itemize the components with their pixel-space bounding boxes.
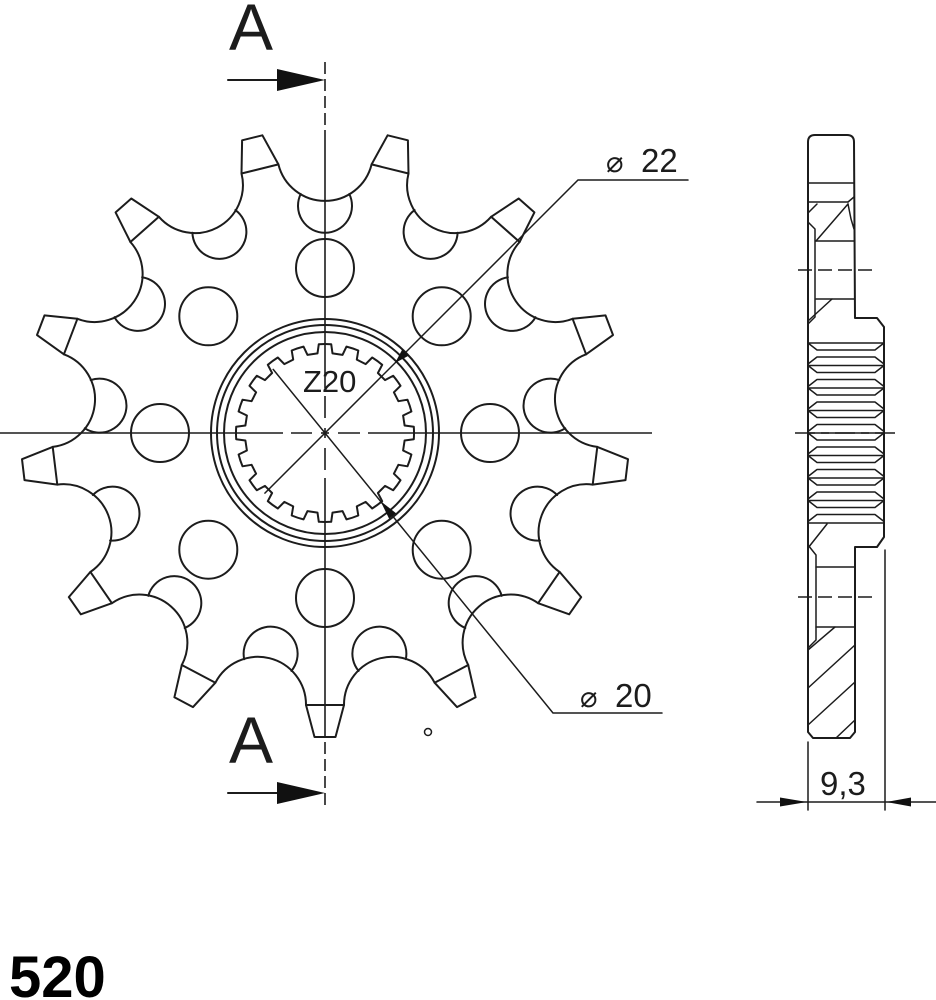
chamfer-line: [847, 203, 855, 230]
lightening-hole: [178, 519, 239, 580]
side-view-outline: [807, 134, 885, 739]
outer-diameter-leader: [264, 179, 689, 494]
hatch-line: [835, 719, 856, 739]
roller-seat-arcs: [83, 193, 567, 672]
thickness-dimension: 9,3: [756, 549, 936, 811]
chamfer-line: [847, 196, 855, 203]
hatch-line: [807, 644, 856, 689]
recess-line: [807, 221, 816, 325]
outer-diameter-value: 22: [641, 142, 678, 179]
inner-diameter-value: 20: [615, 677, 652, 714]
reference-point-marker: [423, 727, 433, 737]
recess-line: [807, 544, 817, 649]
inner-diameter-dimension: ⌀ 20: [272, 368, 663, 714]
outer-diameter-dimension: ⌀ 22: [264, 142, 689, 494]
section-label-bottom: A: [229, 703, 273, 777]
section-arrow-head-icon: [277, 782, 325, 804]
hatch-line: [807, 626, 836, 651]
hatch-line: [807, 681, 856, 726]
dimension-arrow-icon: [395, 349, 409, 363]
section-label-top: A: [229, 0, 273, 64]
diameter-symbol-icon: ⌀: [606, 145, 623, 179]
lightening-hole: [411, 286, 472, 347]
dimension-arrow-icon: [780, 797, 807, 807]
dimension-arrow-icon: [380, 501, 397, 519]
spline-tooth-count-label: Z20: [303, 364, 356, 399]
section-arrow-head-icon: [277, 69, 325, 91]
hub-spline-lines: [807, 342, 885, 524]
hub-spline-section: [795, 342, 895, 524]
chamfer-line: [807, 203, 818, 214]
hatch-line: [807, 523, 828, 549]
tooth-tip-lines: [51, 163, 599, 706]
section-mark-bottom: A: [227, 703, 325, 804]
upper-flange-lines: [798, 182, 872, 325]
lightening-hole: [178, 286, 239, 347]
front-view: A A Z20 ⌀ 22 ⌀ 20: [0, 0, 689, 810]
side-section-view: 9,3: [756, 134, 936, 811]
thickness-value: 9,3: [820, 765, 866, 802]
hatch-line: [815, 203, 849, 242]
chain-pitch-label: 520: [9, 945, 106, 1000]
dimension-arrow-icon: [886, 797, 911, 807]
inner-diameter-leader: [272, 368, 663, 714]
diameter-symbol-icon: ⌀: [580, 680, 597, 714]
section-mark-top: A: [227, 0, 325, 91]
internal-spline: [234, 342, 416, 524]
lightening-hole: [411, 519, 472, 580]
sprocket-outline: [21, 134, 629, 738]
lower-flange-lines: [798, 523, 872, 739]
hatch-line: [807, 298, 833, 322]
